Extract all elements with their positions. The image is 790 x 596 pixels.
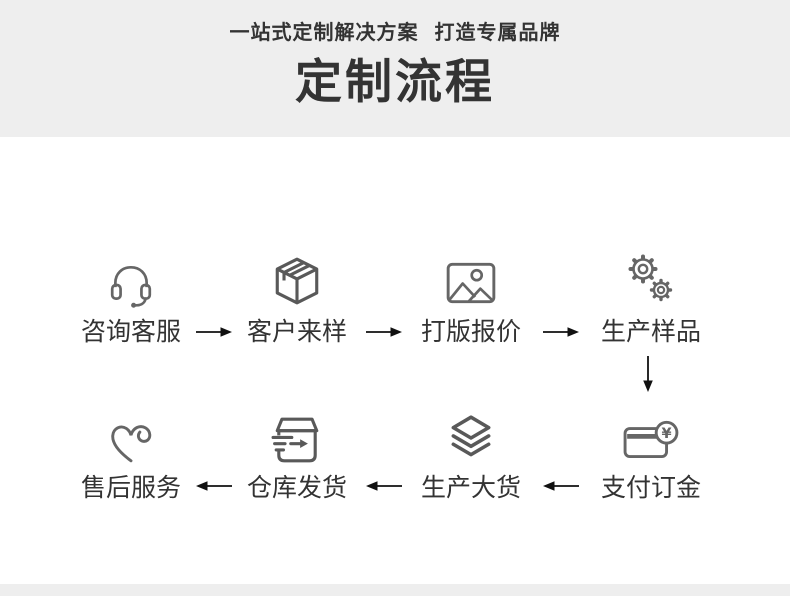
step-after-sales: 售后服务	[56, 406, 206, 503]
step-label: 仓库发货	[246, 473, 347, 502]
step-mass-production: 生产大货	[396, 406, 546, 503]
step-pattern-quote: 打版报价	[396, 250, 546, 347]
arrow-left-icon	[365, 479, 403, 493]
step-warehouse-ship: 仓库发货	[222, 406, 372, 503]
image-quote-icon	[396, 250, 546, 308]
step-customer-sample: 客户来样	[222, 250, 372, 347]
header-subtitle: 一站式定制解决方案 打造专属品牌	[229, 20, 561, 44]
bottom-divider	[0, 584, 790, 596]
gears-icon	[576, 250, 726, 308]
step-label: 咨询客服	[80, 317, 181, 346]
heart-icon	[56, 406, 206, 464]
page-title: 定制流程	[295, 55, 495, 110]
step-label: 售后服务	[80, 473, 181, 502]
arrow-left-icon	[542, 479, 580, 493]
package-box-icon	[222, 250, 372, 308]
yen-symbol: ¥	[662, 426, 672, 442]
step-consult-service: 咨询客服	[56, 250, 206, 347]
step-pay-deposit: ¥ 支付订金	[576, 406, 726, 503]
fast-shipping-icon	[222, 406, 372, 464]
headset-icon	[56, 250, 206, 308]
card-yen-icon: ¥	[576, 406, 726, 464]
step-label: 生产大货	[420, 473, 521, 502]
layers-icon	[396, 406, 546, 464]
arrow-left-icon	[195, 479, 233, 493]
down-arrow-icon	[641, 355, 655, 393]
arrow-right-icon	[542, 325, 580, 339]
step-label: 生产样品	[600, 317, 701, 346]
step-produce-sample: 生产样品	[576, 250, 726, 347]
step-label: 客户来样	[246, 317, 347, 346]
arrow-right-icon	[365, 325, 403, 339]
header-banner: 一站式定制解决方案 打造专属品牌 定制流程	[0, 0, 790, 137]
step-label: 打版报价	[420, 317, 521, 346]
step-label: 支付订金	[600, 473, 701, 502]
arrow-right-icon	[195, 325, 233, 339]
